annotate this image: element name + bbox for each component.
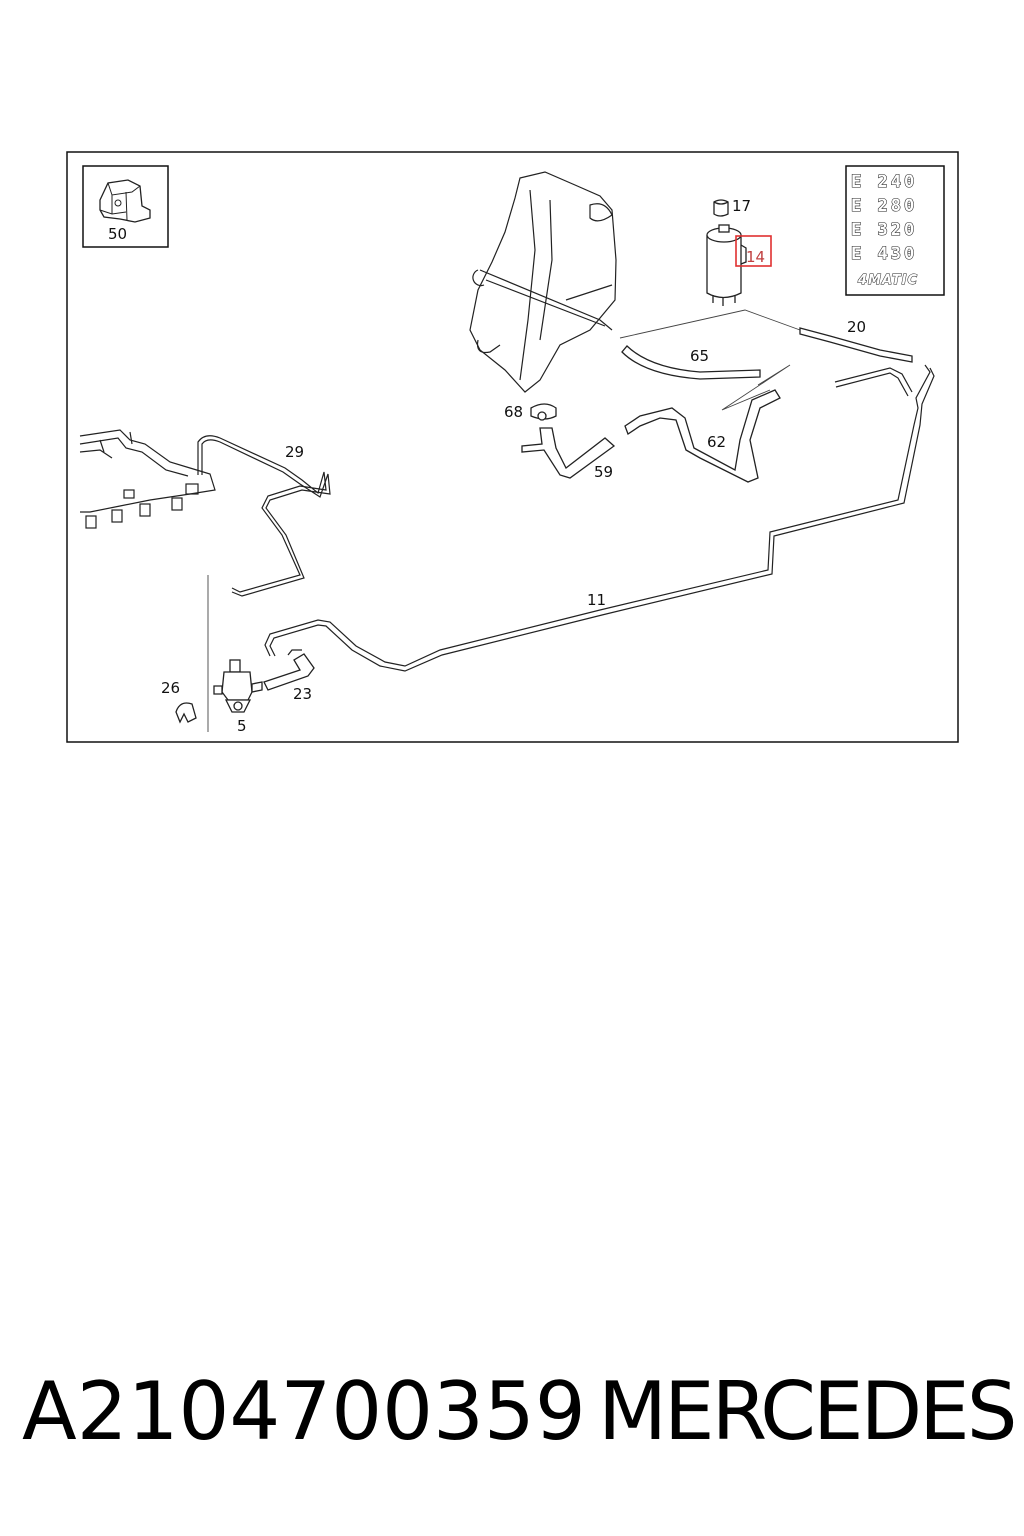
elbow-26 (175, 702, 197, 724)
callout-26: 26 (161, 679, 180, 697)
hose-20 (799, 327, 913, 363)
part-number: A2104700359 (22, 1365, 586, 1458)
callout-20: 20 (847, 318, 866, 336)
parts-diagram: 50 E 240 E 280 E 320 E 430 4MATIC 17 14 (66, 151, 959, 743)
line-29 (197, 435, 331, 597)
callout-5: 5 (237, 717, 247, 735)
diagram-frame (66, 151, 959, 743)
badge-e320: E 320 (851, 220, 917, 240)
hose-65 (621, 345, 761, 380)
callout-50: 50 (108, 225, 127, 243)
hose-59 (521, 427, 616, 479)
canister-14 (706, 199, 747, 306)
fuel-rail (79, 429, 216, 529)
model-badges: E 240 E 280 E 320 E 430 4MATIC (845, 165, 945, 296)
callout-17: 17 (732, 197, 751, 215)
inset-part-50: 50 (82, 165, 169, 248)
badge-e240: E 240 (851, 172, 917, 192)
callout-29: 29 (285, 443, 304, 461)
badge-e280: E 280 (851, 196, 917, 216)
callout-65: 65 (690, 347, 709, 365)
clamp-68 (530, 403, 557, 421)
badge-4matic: 4MATIC (857, 273, 918, 288)
callout-59: 59 (594, 463, 613, 481)
callout-11: 11 (587, 591, 606, 609)
leader-lines (207, 309, 801, 732)
valve-5 (213, 659, 263, 713)
callout-23: 23 (293, 685, 312, 703)
callout-62: 62 (707, 433, 726, 451)
brand-name: MERCEDES (598, 1365, 1018, 1458)
hose-23 (263, 649, 315, 691)
fuel-tank (469, 171, 617, 393)
line-11 (264, 364, 935, 672)
badge-e430: E 430 (851, 244, 917, 264)
callout-14: 14 (746, 248, 765, 266)
highlight-box-14 (735, 235, 772, 267)
callout-68: 68 (504, 403, 523, 421)
hose-62 (624, 389, 781, 483)
